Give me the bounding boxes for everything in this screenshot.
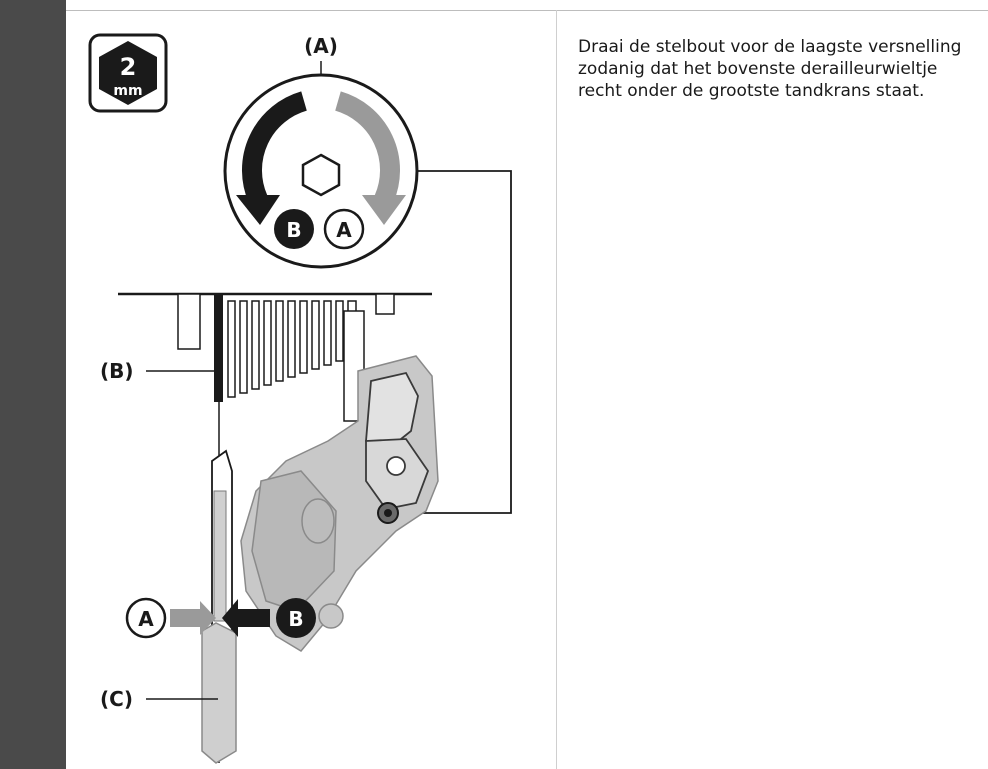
figure-svg: 2 mm (A) B A (88, 33, 512, 764)
sprocket (227, 300, 236, 398)
marker-a-circle (323, 208, 365, 250)
sprocket (287, 300, 296, 378)
low-limit-bolt-center (384, 509, 392, 517)
high-limit-screw (386, 456, 406, 476)
arrow-a-rotate-head (362, 195, 406, 225)
marker-a-bottom-text: A (138, 607, 154, 631)
label-c: (C) (100, 687, 133, 711)
marker-b-text: B (286, 218, 301, 242)
badge-unit: mm (113, 83, 142, 99)
hex-key-badge: 2 mm (88, 33, 168, 113)
arrow-b-rotate (242, 91, 308, 203)
sprocket (311, 300, 320, 370)
cassette (214, 294, 357, 402)
hub-stub (177, 293, 201, 350)
cage-spring (301, 498, 335, 544)
sprocket (299, 300, 308, 374)
arrow-b-push-shaft (238, 609, 270, 627)
marker-b-bottom-text: B (288, 607, 303, 631)
rear-derailleur (240, 355, 439, 652)
connector-line (392, 170, 512, 514)
marker-a-bottom-circle (125, 597, 167, 639)
sprocket (251, 300, 260, 390)
sprocket (335, 300, 344, 362)
guide-pulley-teeth (213, 490, 227, 622)
arrow-b-push-head (222, 599, 238, 637)
marker-b-circle (274, 209, 314, 249)
tension-pulley (201, 622, 237, 764)
marker-b-bottom-circle (276, 598, 316, 638)
sprocket (275, 300, 284, 382)
side-bar (0, 0, 66, 769)
sprocket (239, 300, 248, 394)
instruction-text: Draai de stelbout voor de laagste versne… (578, 37, 962, 101)
arrow-a-push-head (200, 601, 216, 635)
marker-a-text: A (336, 218, 352, 242)
label-b: (B) (100, 359, 134, 383)
lower-pivot (318, 603, 344, 629)
frame-bracket (375, 293, 395, 315)
largest-sprocket (214, 294, 223, 402)
hex-key-icon (99, 41, 157, 105)
arrow-b-rotate-head (236, 195, 280, 225)
top-rule (66, 10, 988, 11)
hex-bolt-icon (301, 153, 341, 197)
sprocket (263, 300, 272, 386)
detail-circle: B A (223, 73, 419, 269)
arrow-a-rotate (334, 91, 400, 203)
lateral-arrows: A B (125, 597, 316, 639)
badge-value: 2 (120, 53, 137, 81)
arrow-a-push-shaft (170, 609, 200, 627)
sprocket (323, 300, 332, 366)
adjustment-figure: 2 mm (A) B A (66, 11, 556, 769)
label-a-top: (A) (304, 34, 338, 58)
column-divider (556, 10, 557, 769)
